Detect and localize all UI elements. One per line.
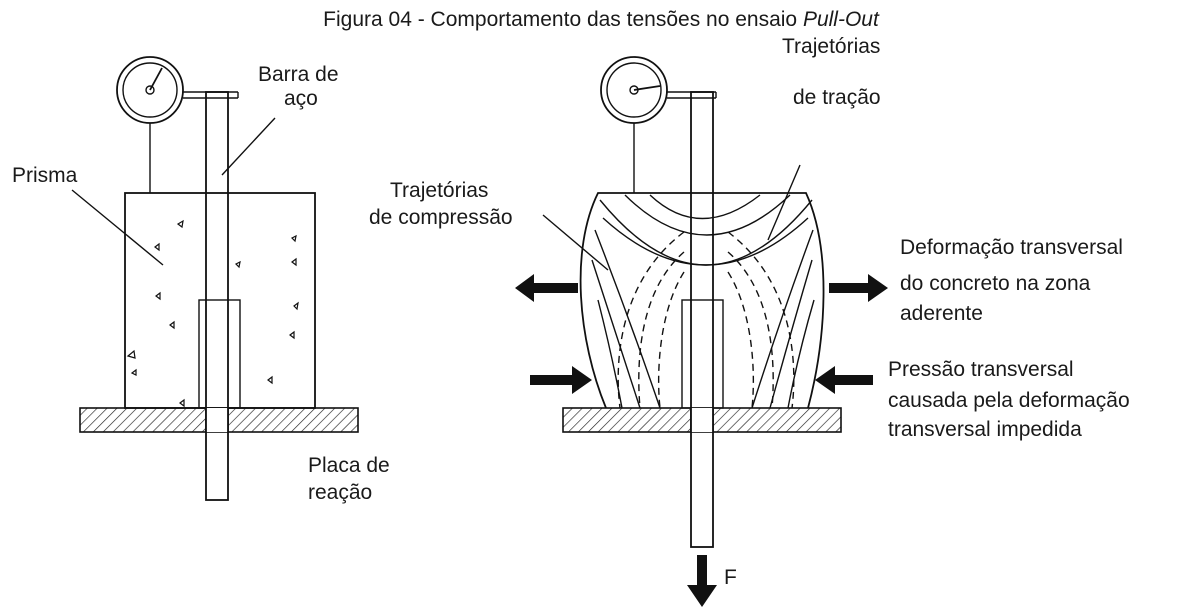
label-deformation-line1: Deformação transversal (900, 236, 1123, 259)
left-test-setup: Barra de aço Prisma Placa de reação (12, 56, 390, 504)
arrow-right-outward-icon (829, 274, 888, 302)
label-compression-line1: Trajetórias (390, 179, 488, 202)
label-prism: Prisma (12, 164, 78, 187)
bar-leader-line (221, 117, 276, 176)
label-deformation-line3: aderente (900, 302, 983, 325)
compression-trajectories (591, 194, 815, 409)
prism-leader-line (71, 189, 164, 266)
dial-gauge-icon-right (600, 56, 717, 193)
arrow-right-inward-icon (815, 366, 873, 394)
tension-leader-line (767, 164, 801, 241)
label-plate-line2: reação (308, 481, 372, 504)
figure-title: Figura 04 - Comportamento das tensões no… (0, 8, 1202, 32)
steel-bar (205, 91, 229, 501)
deformed-prism (579, 192, 825, 409)
label-deformation-line2: do concreto na zona (900, 272, 1091, 295)
bond-free-sleeve-right (681, 299, 724, 409)
label-pressure-line1: Pressão transversal (888, 358, 1074, 381)
label-plate-line1: Placa de (308, 454, 390, 477)
tension-trajectories (617, 231, 795, 409)
dial-gauge-icon (116, 56, 239, 193)
label-compression-line2: de compressão (369, 206, 513, 229)
force-arrow-icon (687, 555, 717, 607)
label-pressure-line3: transversal impedida (888, 418, 1082, 441)
figure-title-text: Figura 04 - Comportamento das tensões no… (323, 8, 803, 31)
label-tension-line1: Trajetórias (782, 35, 880, 58)
label-bar-line1: Barra de (258, 63, 339, 86)
compression-leader-line (542, 214, 609, 271)
label-pressure-line2: causada pela deformação (888, 389, 1130, 412)
label-force: F (724, 566, 737, 589)
arrow-left-inward-icon (530, 366, 592, 394)
aggregate-specks (126, 219, 299, 408)
steel-bar-right (690, 91, 714, 548)
label-bar-line2: aço (284, 87, 318, 110)
right-test-setup: Trajetórias de tração Trajetórias de com… (369, 35, 1130, 607)
label-tension-line2: de tração (793, 86, 881, 109)
arrow-left-outward-icon (515, 274, 578, 302)
figure-title-italic: Pull-Out (802, 8, 879, 31)
